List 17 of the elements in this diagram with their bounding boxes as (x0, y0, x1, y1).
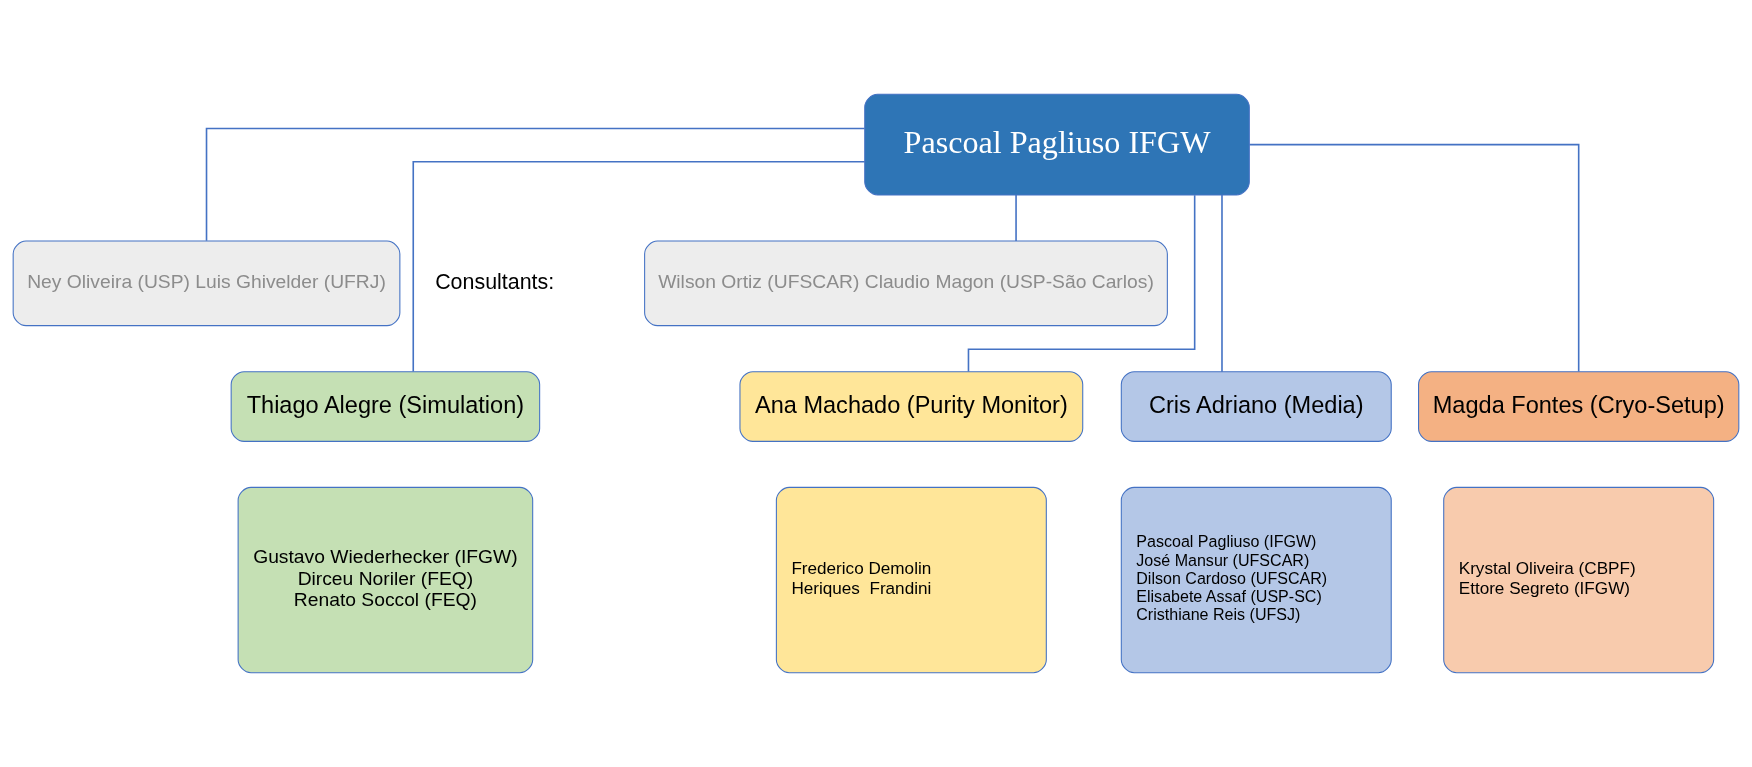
connector (1015, 194, 1017, 242)
node-box: Krystal Oliveira (CBPF) Ettore Segreto (IFGW) (1443, 486, 1715, 674)
connector (1248, 143, 1580, 373)
node-box: Ana Machado (Purity Monitor) (739, 371, 1084, 442)
node-box: Wilson Ortiz (UFSCAR) Claudio Magon (USP-São Carlos) (644, 240, 1168, 327)
node-box: Thiago Alegre (Simulation) (230, 371, 541, 442)
node-box: Frederico Demolin Heriques Frandini (775, 486, 1047, 674)
connector (412, 160, 866, 373)
label: Consultants: (435, 269, 555, 294)
connector (1221, 194, 1223, 373)
node-box: Gustavo Wiederhecker (IFGW) Dirceu Noriler (FEQ) Renato Soccol (FEQ) (237, 486, 534, 674)
node-box: Pascoal Pagliuso IFGW (864, 93, 1250, 196)
node-box: Cris Adriano (Media) (1120, 371, 1392, 442)
node-box: Pascoal Pagliuso (IFGW) José Mansur (UFSCAR) Dilson Cardoso (UFSCAR) Elisabete Assaf (USP-SC) Cristhiane Reis (UFSJ) (1120, 486, 1392, 674)
connector (205, 127, 866, 242)
node-box: Magda Fontes (Cryo-Setup) (1418, 371, 1740, 442)
node-box: Ney Oliveira (USP) Luis Ghivelder (UFRJ) (12, 240, 401, 327)
